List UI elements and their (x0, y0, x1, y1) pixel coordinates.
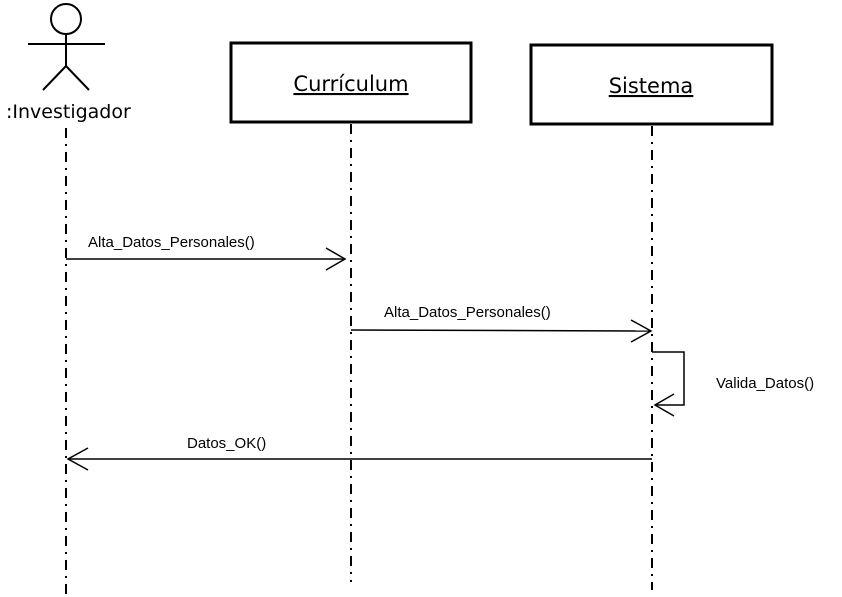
actor-figure (28, 3, 105, 91)
object-box-sistema: Sistema (529, 43, 774, 126)
actor-right-leg (65, 65, 90, 91)
object-box-curriculum-frame (229, 41, 473, 124)
message-1-arrowhead (325, 247, 347, 271)
object-box-sistema-frame (529, 43, 774, 126)
actor-head (50, 3, 82, 35)
message-2-arrowhead (630, 319, 653, 343)
object-box-curriculum: Currículum (229, 41, 473, 124)
object-label-curriculum: Currículum (293, 72, 408, 96)
message-1-label: Alta_Datos_Personales() (88, 234, 255, 251)
message-4-label: Datos_OK() (187, 435, 266, 452)
message-4-arrowhead (66, 447, 89, 471)
message-3: Valida_Datos() (652, 351, 814, 417)
message-2: Alta_Datos_Personales() (350, 304, 653, 343)
message-1: Alta_Datos_Personales() (66, 234, 347, 271)
message-2-label: Alta_Datos_Personales() (384, 304, 551, 321)
message-3-label: Valida_Datos() (716, 375, 814, 392)
message-3-arrowhead (653, 393, 675, 417)
actor-left-leg (42, 65, 67, 91)
actor-label: :Investigador (6, 101, 131, 123)
object-label-sistema: Sistema (609, 74, 694, 98)
message-4: Datos_OK() (66, 435, 652, 471)
message-2-line (350, 329, 651, 332)
message-3-line (652, 351, 685, 406)
